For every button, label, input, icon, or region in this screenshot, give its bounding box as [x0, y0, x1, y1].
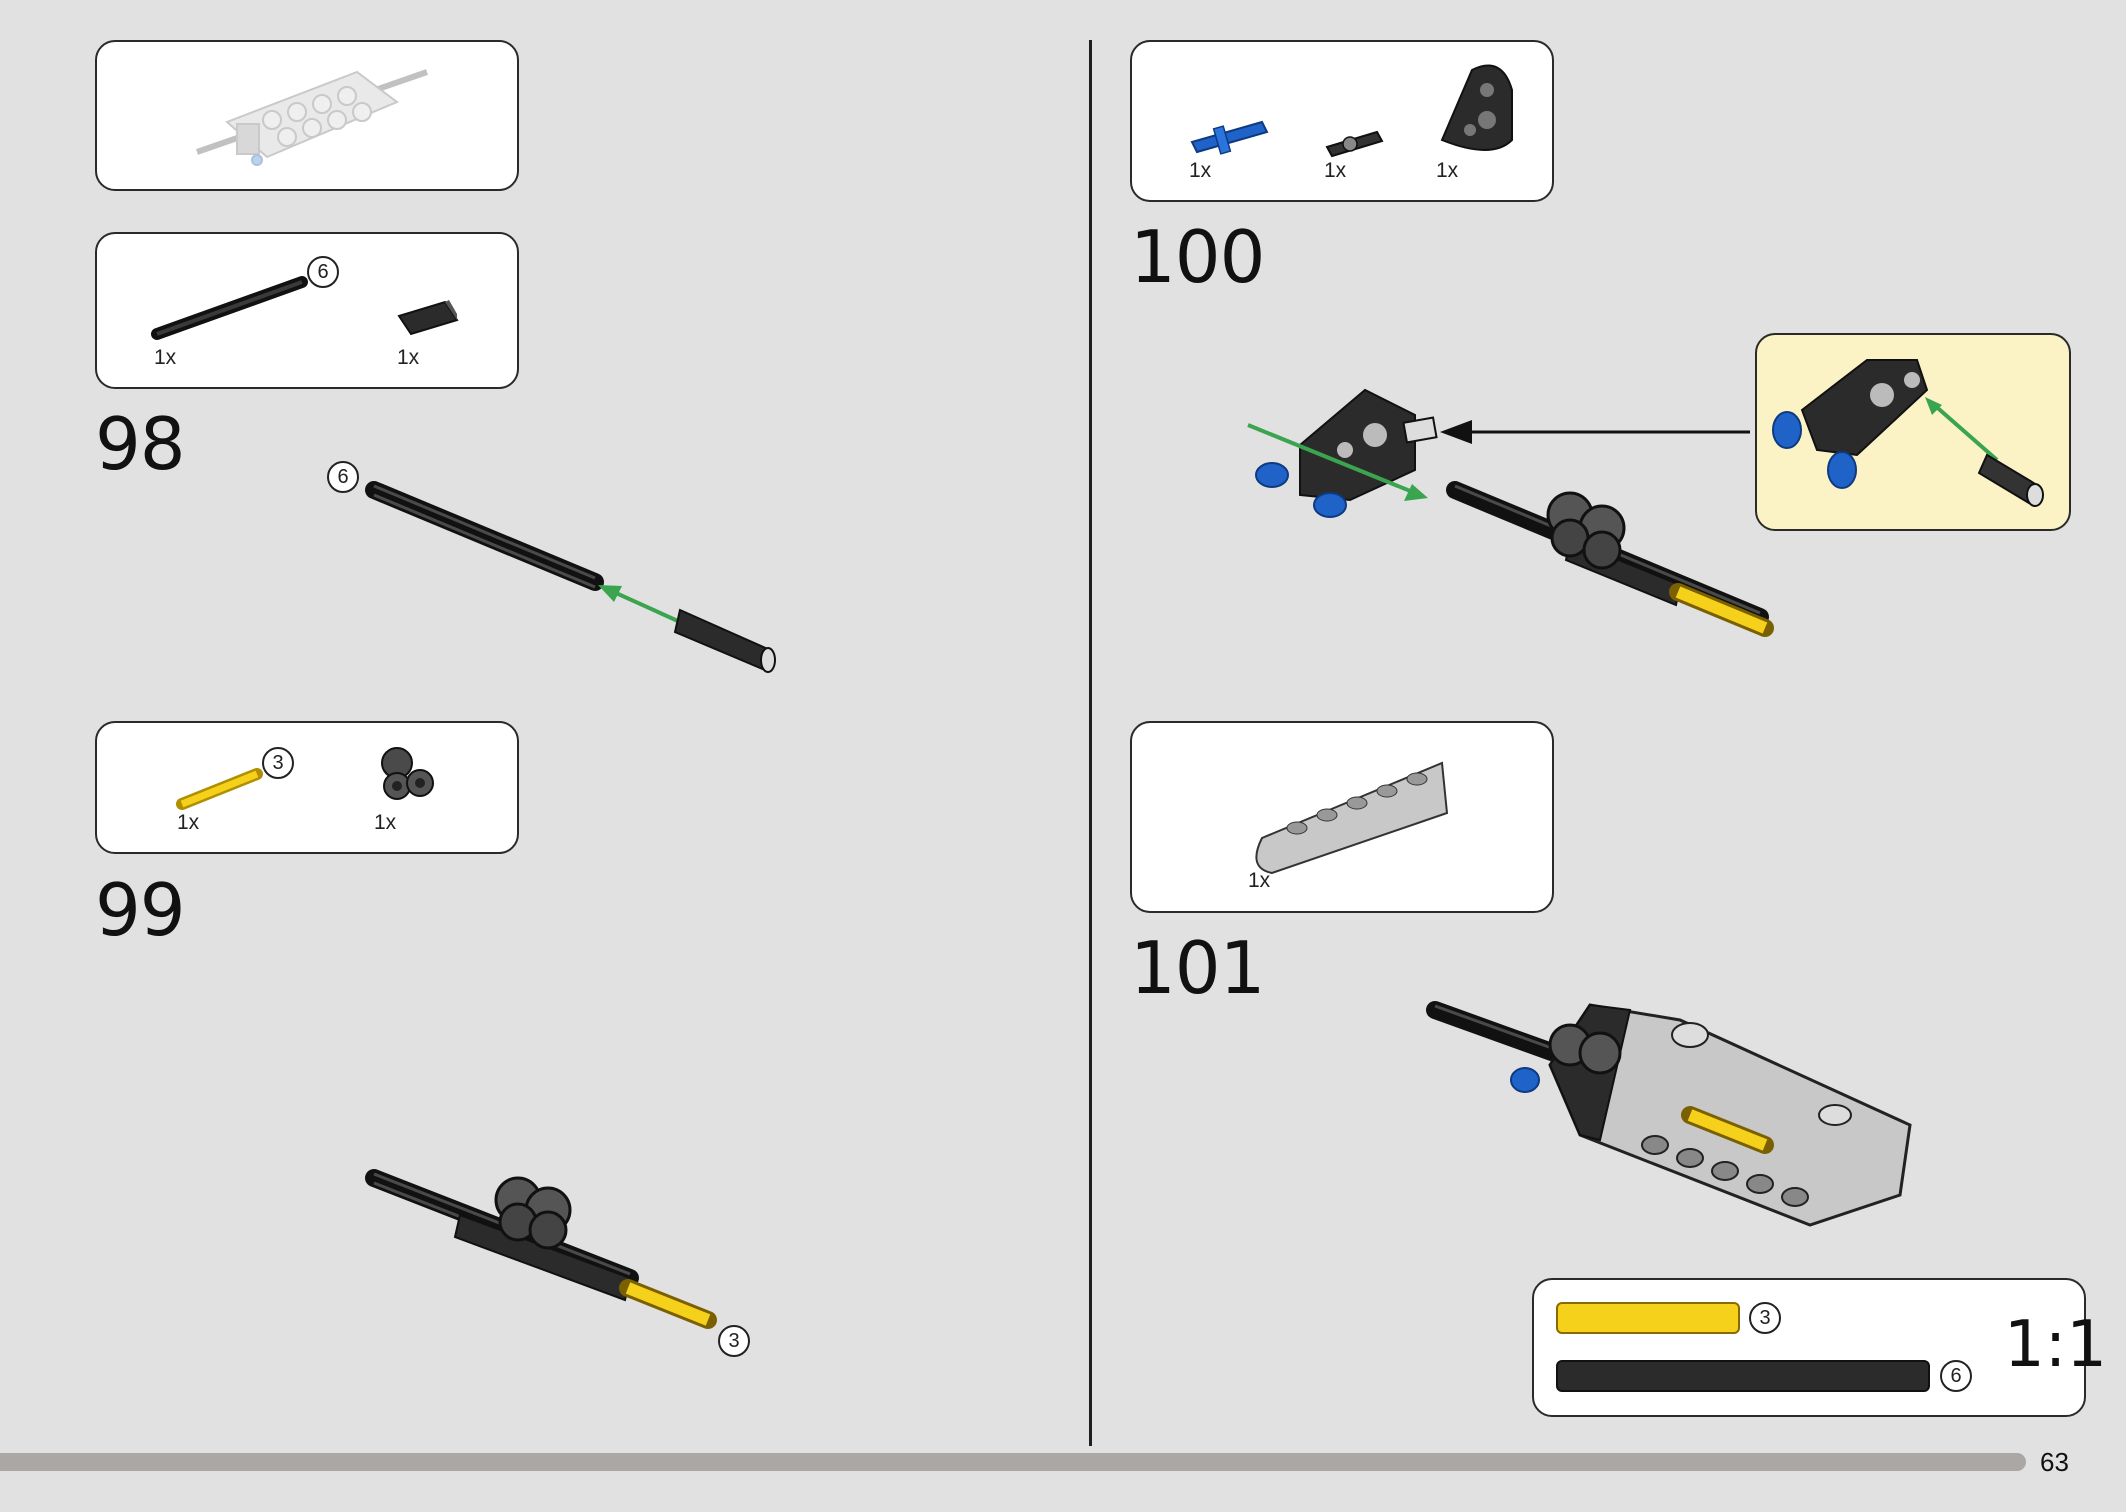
axle-6-black-icon [151, 276, 308, 340]
parts-box-step-98: 6 1x 1x [95, 232, 519, 389]
step-number: 101 [1130, 926, 1265, 1010]
parts-box-step-101: 1x [1130, 721, 1554, 913]
axle-6-black-scale-bar [1556, 1360, 1930, 1392]
step-100-illustration [1247, 388, 1774, 637]
step-number: 99 [95, 868, 186, 952]
part-qty: 1x [374, 811, 397, 834]
part-qty: 1x [397, 346, 420, 369]
step-number: 100 [1130, 215, 1265, 299]
length-callout-6: 6 [307, 256, 339, 288]
part-qty: 1x [1436, 159, 1459, 182]
axle-3-yellow-icon [176, 768, 263, 810]
cross-block-dark-gray-icon [381, 747, 434, 800]
part-qty: 1x [177, 811, 200, 834]
pin-blue-icon [1190, 120, 1269, 155]
scale-label: 1:1 [2004, 1308, 2107, 1382]
axle-3-yellow-scale-bar [1556, 1302, 1740, 1334]
footer-progress-bar [0, 1453, 2026, 1471]
part-qty: 1x [1324, 159, 1347, 182]
axle-connector-black-icon [397, 300, 459, 336]
part-qty: 1x [1248, 869, 1271, 892]
part-qty: 1x [1189, 159, 1212, 182]
subassembly-callout [1755, 333, 2071, 531]
beam-light-gray-icon [1255, 761, 1449, 875]
step-98-illustration [365, 481, 776, 673]
step-99-illustration [365, 1169, 717, 1329]
step-101-illustration [1426, 1001, 1912, 1227]
previous-assembly-box [95, 40, 519, 191]
length-callout-3: 3 [262, 747, 294, 779]
length-callout-6: 6 [327, 461, 359, 493]
parts-box-step-100: 1x 1x 1x [1130, 40, 1554, 202]
scale-reference-box: 3 6 1:1 [1532, 1278, 2107, 1417]
pin-black-icon [1325, 130, 1384, 158]
previous-assembly-image [196, 69, 428, 166]
parts-box-step-99: 3 1x 1x [95, 721, 519, 854]
panel-black-icon [1440, 64, 1513, 151]
length-callout-6: 6 [1940, 1360, 1972, 1392]
length-callout-3: 3 [1749, 1302, 1781, 1334]
page-number: 63 [2040, 1447, 2069, 1477]
length-callout-3: 3 [718, 1325, 750, 1357]
step-number: 98 [95, 402, 186, 486]
callout-illustration [1772, 359, 2044, 507]
part-qty: 1x [154, 346, 177, 369]
page-divider [1089, 40, 1092, 1446]
